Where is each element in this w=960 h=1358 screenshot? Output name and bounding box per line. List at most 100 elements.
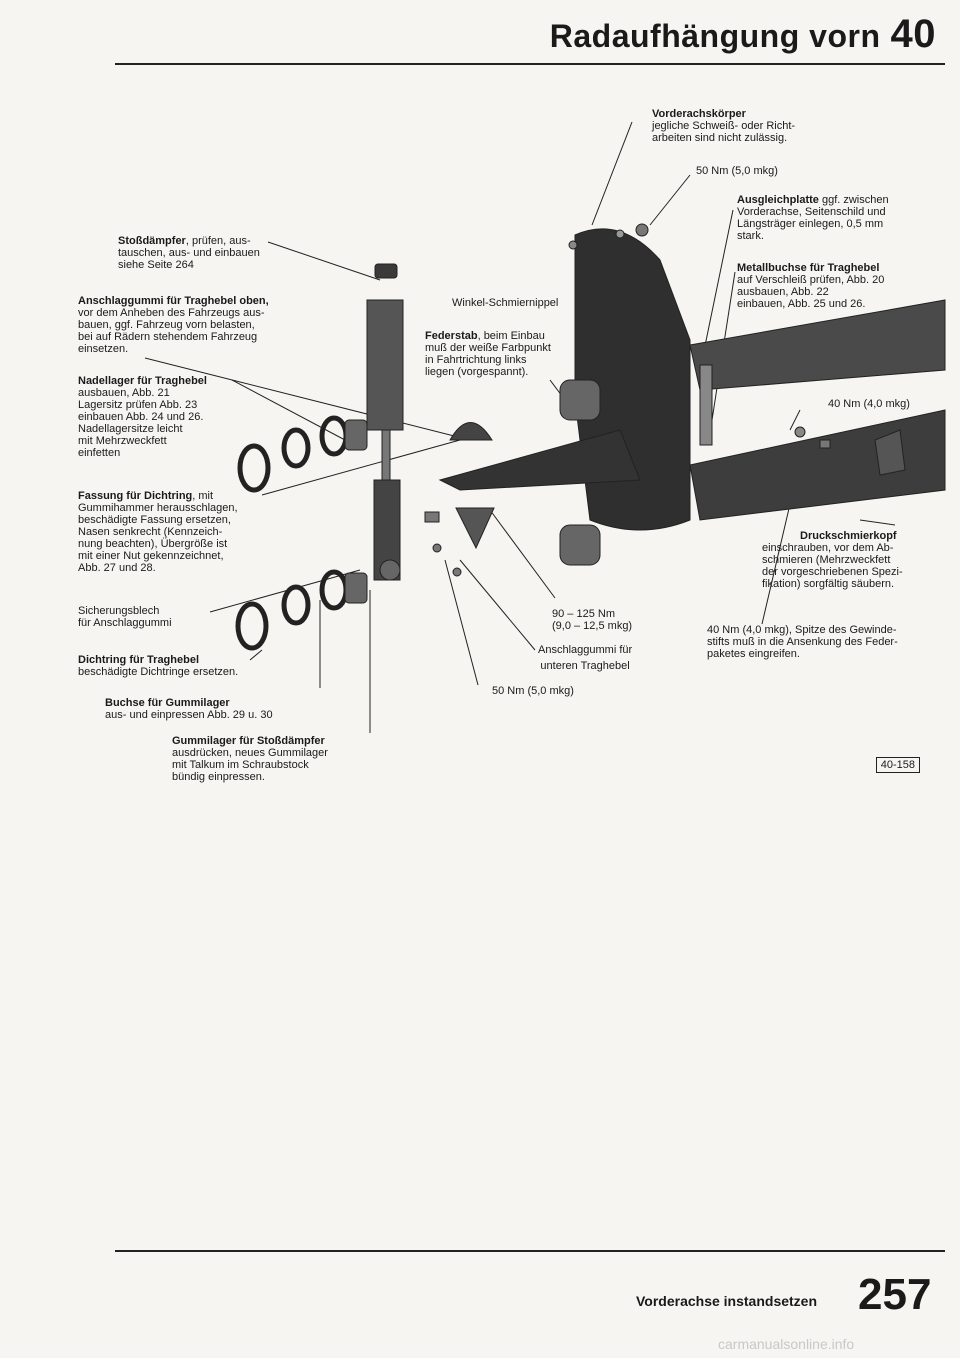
label-torque-50nm-top: 50 Nm (5,0 mkg) [696, 165, 778, 177]
label-title: Anschlaggummi für Traghebel oben, [78, 295, 269, 307]
small-parts [424, 439, 831, 577]
label-line: einfetten [78, 447, 121, 459]
label-line: Gummihammer herausschlagen, [78, 502, 238, 514]
label-title: Federstab [425, 330, 478, 342]
label-title: Druckschmierkopf [800, 530, 897, 542]
leader-vorderachskoerper [591, 121, 633, 226]
shock-absorber [366, 263, 404, 581]
label-line: beschädigte Dichtringe ersetzen. [78, 666, 239, 678]
label-line: jegliche Schweiß- oder Richt- [652, 120, 796, 132]
label-rest: , beim Einbau [477, 330, 545, 342]
label-line: stark. [737, 230, 764, 242]
label-rest: , prüfen, aus- [185, 235, 251, 247]
label-line: Abb. 27 und 28. [78, 562, 156, 574]
label-line: aus- und einpressen Abb. 29 u. 30 [105, 709, 273, 721]
label-federstab: Federstab, beim Einbau muß der weiße Far… [425, 330, 551, 378]
label-druckschmierkopf: Druckschmierkopf einschrauben, vor dem A… [762, 530, 903, 590]
footer-section-title: Vorderachse instandsetzen [636, 1293, 818, 1309]
label-line: bauen, ggf. Fahrzeug vorn belasten, [78, 319, 255, 331]
label-line: paketes eingreifen. [707, 648, 800, 660]
label-torque-40nm-bottom: 40 Nm (4,0 mkg), Spitze des Gewinde- sti… [707, 624, 898, 660]
watermark: carmanualsonline.info [718, 1336, 855, 1352]
label-title: Metallbuchse für Traghebel [737, 262, 880, 274]
label-line: ausbauen, Abb. 21 [78, 387, 170, 399]
label-line: liegen (vorgespannt). [425, 366, 529, 378]
needle-bearings [344, 419, 368, 604]
label-line: schmieren (Mehrzweckfett [762, 554, 891, 566]
label-line: bündig einpressen. [172, 771, 265, 783]
label-title: Gummilager für Stoßdämpfer [172, 735, 325, 747]
label-line: mit Mehrzweckfett [78, 435, 167, 447]
label-title: Ausgleichplatte [737, 194, 819, 206]
label-torque-90-125nm: 90 – 125 Nm (9,0 – 12,5 mkg) [552, 608, 632, 632]
label-line: mit Talkum im Schraubstock [172, 759, 309, 771]
label-dichtring: Dichtring für Traghebel beschädigte Dich… [78, 654, 238, 678]
bearing-rings [235, 415, 349, 651]
label-line: 40 Nm (4,0 mkg), Spitze des Gewinde- [707, 624, 897, 636]
label-title: Nadellager für Traghebel [78, 375, 207, 387]
header-rule [115, 63, 945, 65]
label-line: siehe Seite 264 [118, 259, 194, 271]
rubber-stop-lower [455, 507, 495, 550]
label-torque-50nm-bottom: 50 Nm (5,0 mkg) [492, 685, 574, 697]
label-line: einsetzen. [78, 343, 129, 355]
page-number: 257 [858, 1270, 932, 1319]
label-line: für Anschlaggummi [78, 617, 172, 629]
label-line: tauschen, aus- und einbauen [118, 247, 260, 259]
label-anschlaggummi-unten: Anschlaggummi für unteren Traghebel [538, 644, 632, 672]
label-line: muß der weiße Farbpunkt [425, 342, 551, 354]
footer-rule [115, 1250, 945, 1252]
label-line: Längsträger einlegen, 0,5 mm [737, 218, 884, 230]
label-winkel-schmiernippel: Winkel-Schmiernippel [452, 297, 559, 309]
label-fassung: Fassung für Dichtring, mit Gummihammer h… [78, 490, 238, 574]
label-ausgleichplatte: Ausgleichplatte ggf. zwischen Vorderachs… [737, 194, 889, 242]
label-title: Vorderachskörper [652, 108, 746, 120]
label-line: Sicherungsblech [78, 605, 160, 617]
section-title: Radaufhängung vorn [549, 18, 881, 54]
label-nadellager: Nadellager für Traghebel ausbauen, Abb. … [78, 375, 207, 459]
label-gummilager: Gummilager für Stoßdämpfer ausdrücken, n… [172, 735, 328, 783]
label-line: Anschlaggummi für [538, 644, 633, 656]
rubber-stop-upper [449, 422, 493, 441]
label-buchse: Buchse für Gummilager aus- und einpresse… [105, 697, 273, 721]
label-rest: , mit [192, 490, 214, 502]
label-line: Nadellagersitze leicht [78, 423, 183, 435]
label-title: Dichtring für Traghebel [78, 654, 200, 666]
label-line: 90 – 125 Nm [552, 608, 615, 620]
label-title: Stoßdämpfer [118, 235, 186, 247]
label-line: unteren Traghebel [540, 660, 630, 672]
label-line: einbauen Abb. 24 und 26. [78, 411, 204, 423]
label-line: bei auf Rädern stehendem Fahrzeug [78, 331, 258, 343]
label-line: einbauen, Abb. 25 und 26. [737, 298, 866, 310]
label-line: der vorgeschriebenen Spezi- [762, 566, 903, 578]
label-title: Buchse für Gummilager [105, 697, 230, 709]
label-line: stifts muß in die Ansenkung des Feder- [707, 636, 898, 648]
label-title: Fassung für Dichtring [78, 490, 193, 502]
label-anschlaggummi-oben: Anschlaggummi für Traghebel oben, vor de… [78, 295, 269, 355]
label-line: ausbauen, Abb. 22 [737, 286, 829, 298]
label-line: Lagersitz prüfen Abb. 23 [78, 399, 198, 411]
label-line: (9,0 – 12,5 mkg) [552, 620, 633, 632]
label-line: beschädigte Fassung ersetzen, [78, 514, 231, 526]
label-vorderachskoerper: Vorderachskörper jegliche Schweiß- oder … [652, 108, 795, 144]
label-line: arbeiten sind nicht zulässig. [652, 132, 788, 144]
label-metallbuchse: Metallbuchse für Traghebel auf Verschlei… [737, 262, 884, 310]
figure-reference: 40-158 [875, 757, 920, 773]
label-line: nung beachten), Übergröße ist [78, 538, 228, 550]
label-line: einschrauben, vor dem Ab- [762, 542, 894, 554]
label-rest: ggf. zwischen [818, 194, 889, 206]
label-line: vor dem Anheben des Fahrzeugs aus- [78, 307, 265, 319]
label-line: mit einer Nut gekennzeichnet, [78, 550, 224, 562]
label-stossdaempfer: Stoßdämpfer, prüfen, aus- tauschen, aus-… [118, 235, 260, 271]
label-line: ausdrücken, neues Gummilager [172, 747, 328, 759]
section-number: 40 [890, 12, 936, 56]
axle-body [438, 223, 946, 566]
label-torque-40nm-right: 40 Nm (4,0 mkg) [828, 398, 910, 410]
label-line: auf Verschleiß prüfen, Abb. 20 [737, 274, 885, 286]
label-line: Nasen senkrecht (Kennzeich- [78, 526, 223, 538]
label-line: Vorderachse, Seitenschild und [737, 206, 886, 218]
label-line: fikation) sorgfältig säubern. [762, 578, 895, 590]
label-line: in Fahrtrichtung links [425, 354, 527, 366]
